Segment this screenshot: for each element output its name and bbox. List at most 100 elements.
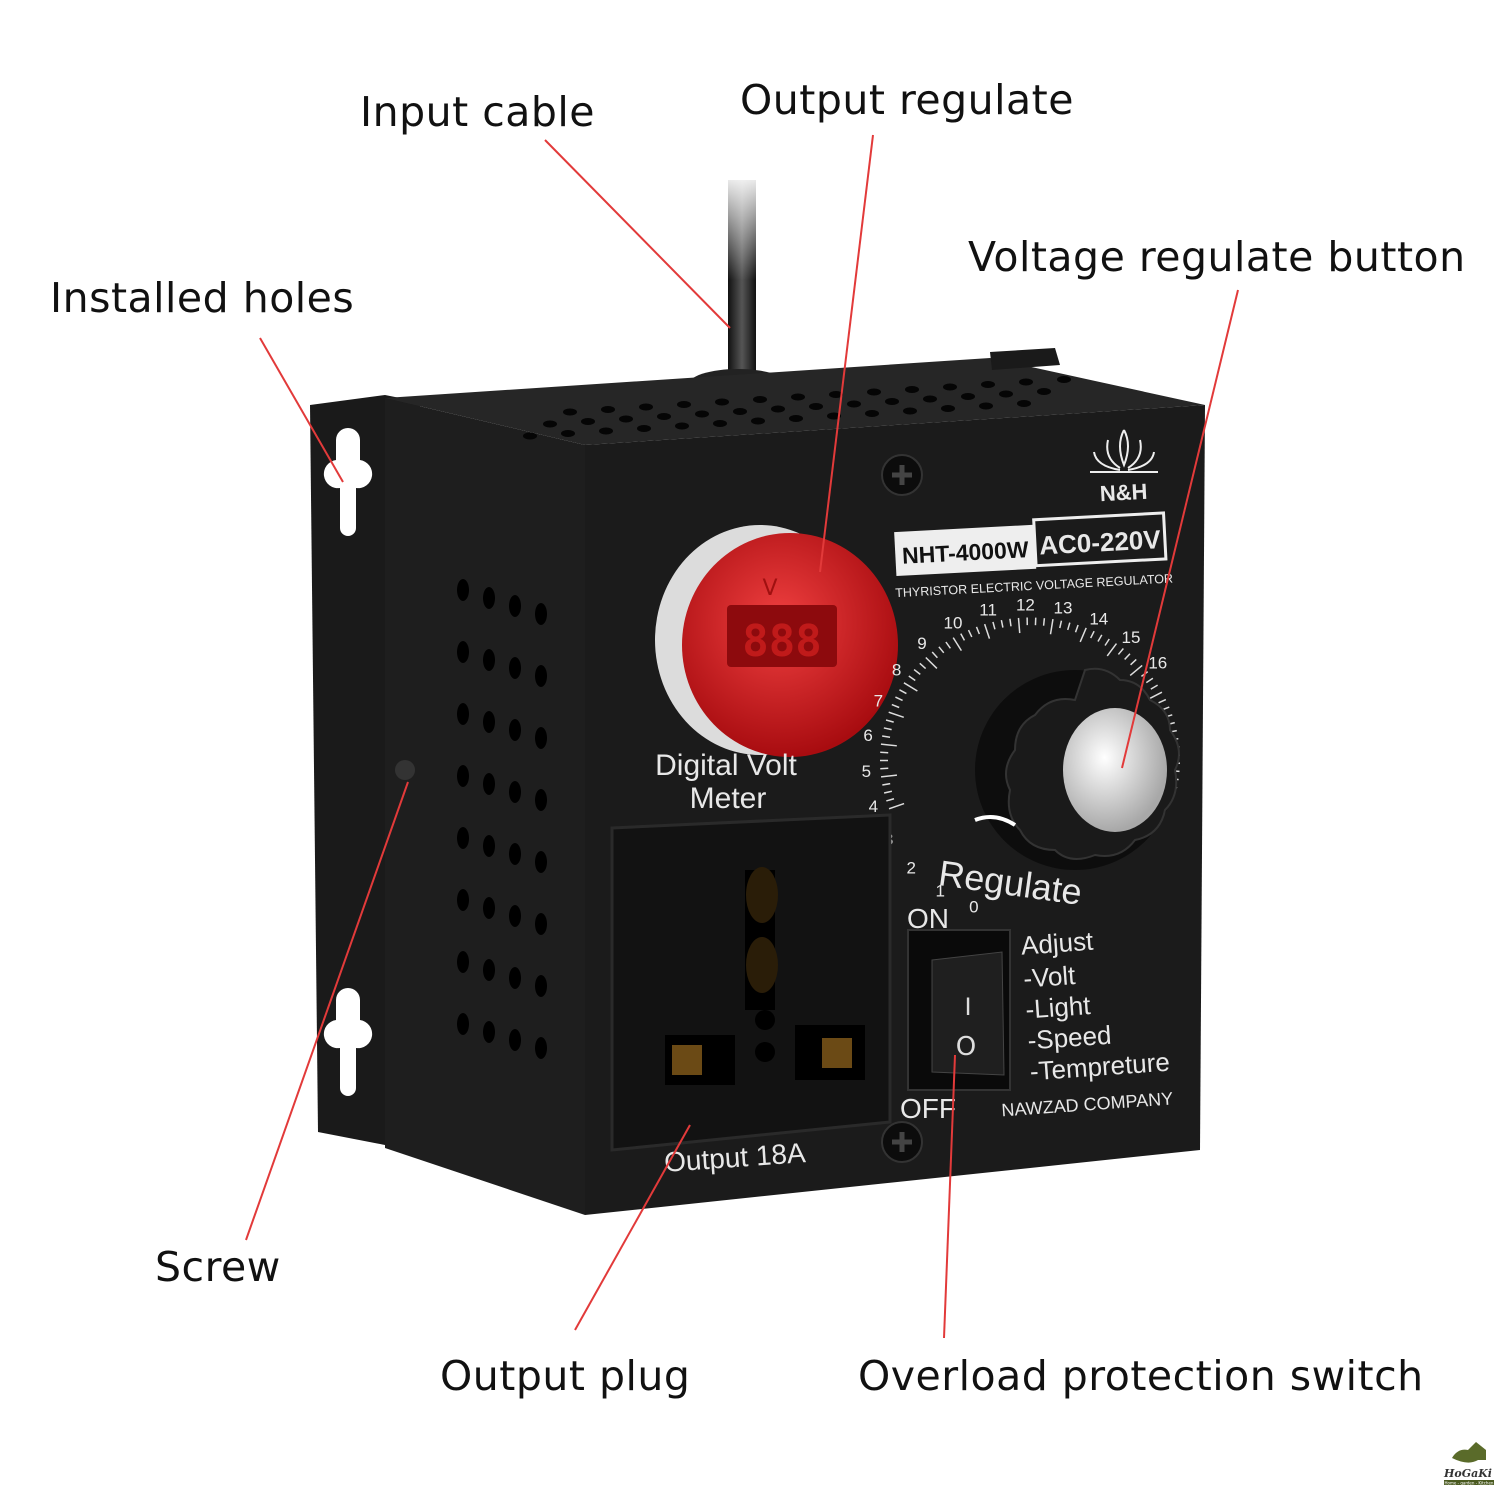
brand-name: N&H bbox=[1099, 479, 1148, 506]
overload-protection-switch[interactable] bbox=[931, 951, 1005, 1076]
dial-tick bbox=[1097, 634, 1103, 642]
callout-output-plug: Output plug bbox=[440, 1352, 691, 1400]
vent-hole bbox=[509, 967, 521, 989]
dial-number: 1 bbox=[935, 881, 944, 900]
meter-unit: V bbox=[762, 576, 777, 601]
vent-hole bbox=[563, 408, 577, 416]
dial-tick bbox=[1090, 630, 1095, 639]
vent-hole bbox=[867, 388, 881, 396]
vent-hole bbox=[753, 396, 767, 403]
dial-number: 12 bbox=[1016, 595, 1035, 614]
dial-tick bbox=[1009, 618, 1012, 627]
vent-hole bbox=[483, 649, 495, 671]
adjust-item: -Volt bbox=[1022, 960, 1077, 994]
watermark-tagline: Home - garden - Kitchen bbox=[1445, 1481, 1494, 1486]
vent-hole bbox=[535, 665, 547, 687]
vent-hole bbox=[457, 827, 469, 849]
callout-output-regulate: Output regulate bbox=[740, 76, 1074, 124]
dial-number: 9 bbox=[917, 634, 926, 653]
dial-tick bbox=[885, 719, 894, 723]
vent-hole bbox=[865, 410, 879, 417]
dial-tick bbox=[899, 689, 907, 695]
vent-hole bbox=[677, 401, 691, 408]
dial-number: 16 bbox=[1148, 653, 1167, 672]
leader-overload-switch bbox=[943, 1054, 956, 1339]
dial-tick bbox=[1000, 619, 1004, 628]
dial-tick bbox=[1130, 658, 1137, 666]
vent-hole bbox=[637, 425, 651, 432]
dial-tick bbox=[883, 790, 893, 794]
dial-tick bbox=[1158, 698, 1167, 704]
dial-tick bbox=[1079, 627, 1087, 643]
vent-hole bbox=[847, 400, 861, 408]
switch-on-symbol: I bbox=[964, 993, 971, 1021]
dial-tick bbox=[908, 675, 916, 682]
vent-hole bbox=[483, 959, 495, 981]
vent-hole bbox=[509, 905, 521, 927]
vent-hole bbox=[829, 391, 843, 398]
dial-tick bbox=[983, 623, 991, 639]
vent-hole bbox=[483, 773, 495, 795]
dial-tick bbox=[975, 626, 981, 635]
knob-cap[interactable] bbox=[1063, 708, 1167, 832]
dial-tick bbox=[895, 696, 903, 702]
dial-tick bbox=[888, 711, 905, 719]
vent-hole bbox=[535, 975, 547, 997]
dial-number: 13 bbox=[1054, 598, 1073, 617]
vent-hole bbox=[1037, 388, 1051, 395]
vent-hole bbox=[789, 415, 803, 422]
dial-tick bbox=[945, 641, 952, 649]
vent-hole bbox=[771, 405, 785, 413]
dial-number: 0 bbox=[969, 897, 978, 916]
vent-hole bbox=[483, 897, 495, 919]
meter-label-1: Digital Volt bbox=[655, 749, 797, 782]
vent-hole bbox=[675, 422, 689, 430]
dial-tick bbox=[891, 703, 900, 709]
leader-output-regulate bbox=[819, 134, 874, 573]
dial-tick bbox=[913, 668, 921, 675]
adjust-item: -Light bbox=[1024, 990, 1092, 1025]
dial-tick bbox=[1124, 653, 1131, 660]
dial-tick bbox=[903, 682, 918, 692]
dial-tick bbox=[882, 782, 891, 786]
dial-tick bbox=[1129, 664, 1143, 677]
vent-hole bbox=[457, 1013, 469, 1035]
dial-tick bbox=[938, 646, 945, 654]
callout-voltage-regulate-button: Voltage regulate button bbox=[968, 233, 1466, 281]
callout-screw: Screw bbox=[155, 1243, 281, 1291]
leader-screw bbox=[245, 781, 409, 1241]
brand-lotus-logo bbox=[1090, 429, 1158, 473]
dial-tick bbox=[1150, 684, 1159, 690]
vent-hole bbox=[581, 418, 595, 425]
side-panel bbox=[385, 398, 585, 1215]
vent-hole bbox=[713, 420, 727, 427]
vent-hole bbox=[535, 851, 547, 873]
dial-tick bbox=[1117, 647, 1124, 655]
vent-hole bbox=[657, 413, 671, 420]
vent-hole bbox=[457, 889, 469, 911]
meter-display: 888 bbox=[742, 616, 821, 667]
side-screw bbox=[395, 760, 415, 780]
switch-on-label: ON bbox=[907, 903, 949, 934]
dial-tick bbox=[880, 774, 898, 778]
vent-hole bbox=[523, 432, 537, 440]
dial-number: 5 bbox=[862, 762, 871, 781]
screw-top bbox=[881, 454, 923, 496]
callout-overload-protection-switch: Overload protection switch bbox=[858, 1352, 1424, 1400]
vent-hole bbox=[483, 587, 495, 609]
vent-hole bbox=[695, 410, 709, 418]
vent-hole bbox=[905, 386, 919, 393]
voltage-range-label: AC0-220V bbox=[1039, 524, 1162, 560]
vent-hole bbox=[733, 408, 747, 415]
vent-hole bbox=[961, 393, 975, 400]
dial-tick bbox=[1049, 619, 1054, 635]
vent-hole bbox=[457, 641, 469, 663]
vent-hole bbox=[509, 719, 521, 741]
dial-tick bbox=[888, 802, 905, 810]
vent-hole bbox=[509, 781, 521, 803]
vent-hole bbox=[827, 412, 841, 420]
dial-tick bbox=[960, 633, 966, 641]
vent-hole bbox=[535, 789, 547, 811]
vent-hole bbox=[1019, 378, 1033, 386]
